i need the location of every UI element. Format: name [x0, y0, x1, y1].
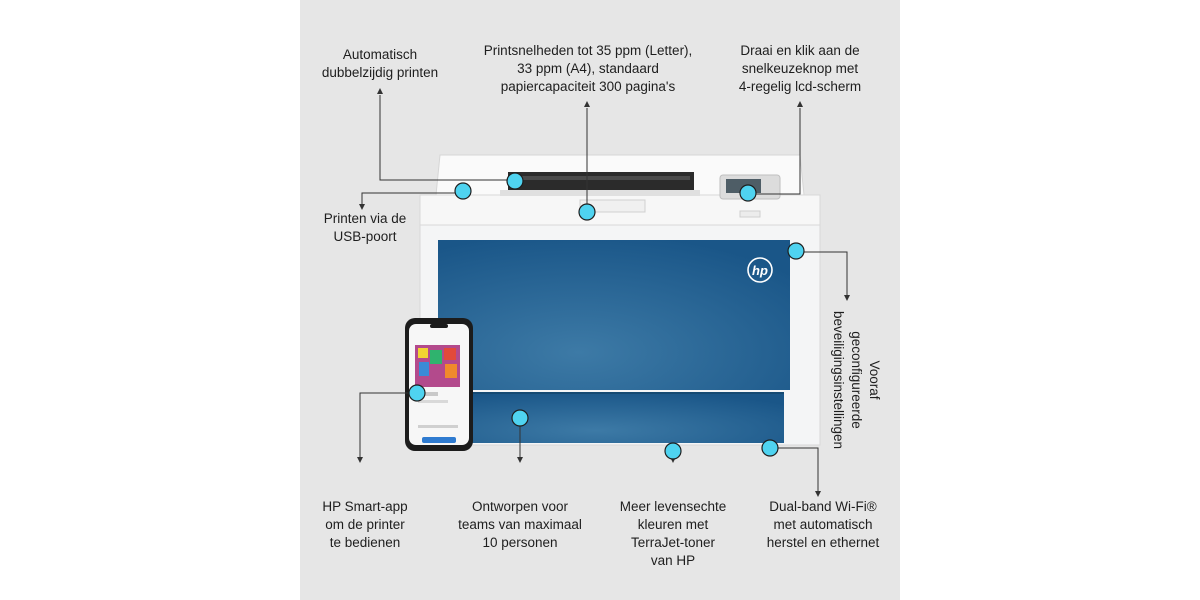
callout-teams: Ontworpen voor teams van maximaal 10 per…	[458, 499, 582, 550]
hp-logo-icon: hp	[747, 257, 773, 283]
front-panel	[438, 240, 790, 390]
output-tray	[508, 172, 694, 192]
callout-wifi: Dual-band Wi-Fi® met automatisch herstel…	[766, 499, 880, 550]
callout-duplex: Automatisch dubbelzijdig printen	[321, 47, 439, 80]
callout-usb: Printen via de USB-poort	[323, 211, 407, 244]
printer-illustration: hp	[357, 88, 850, 497]
leader-lines	[359, 95, 848, 492]
callout-speed: Printsnelheden tot 35 ppm (Letter), 33 p…	[483, 43, 693, 94]
hotspot-dots	[408, 172, 805, 460]
callout-colors: Meer levensechte kleuren met TerraJet-to…	[619, 499, 727, 568]
svg-text:hp: hp	[752, 263, 768, 278]
callout-app: HP Smart-app om de printer te bedienen	[322, 499, 408, 550]
callout-control: Draai en klik aan de snelkeuzeknop met 4…	[738, 43, 862, 94]
arrow-heads	[357, 88, 850, 497]
callout-security: Vooraf geconfigureerde beveiligingsinste…	[831, 310, 882, 450]
product-infographic: hp	[300, 0, 900, 600]
smartphone-icon	[405, 318, 473, 451]
